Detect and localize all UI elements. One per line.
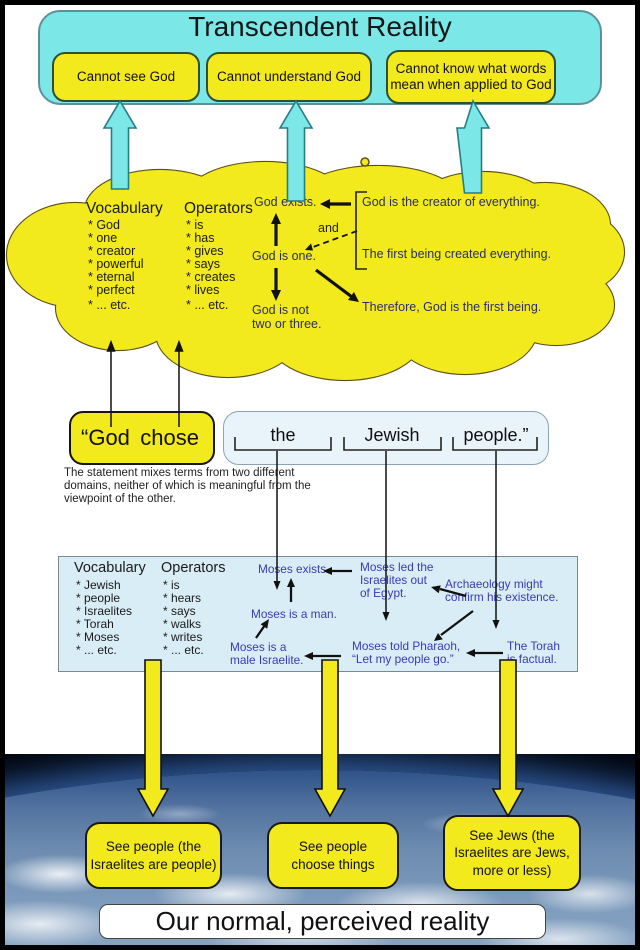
divine-vocab-item: * perfect: [88, 283, 135, 297]
cloud-bubble-icon: [360, 157, 370, 167]
limit-box-cannot-understand: Cannot understand God: [206, 52, 372, 102]
and-label: and: [318, 221, 339, 235]
word-jewish: Jewish: [364, 425, 420, 445]
human-vocab-item: * ... etc.: [76, 643, 117, 657]
word-people: people.”: [463, 425, 529, 445]
divine-operator-item: * lives: [186, 283, 220, 297]
stmt-moses-israelite: Moses is a male Israelite.: [230, 640, 304, 667]
word-the: the: [270, 425, 296, 445]
stmt-creator: God is the creator of everything.: [362, 195, 540, 209]
stmt-first-being: The first being created everything.: [362, 247, 551, 261]
word-god: “God: [81, 425, 130, 450]
page-title: Transcendent Reality: [188, 11, 452, 42]
obs-box-see-choose: See people choose things: [267, 822, 399, 889]
divine-vocab-item: * ... etc.: [88, 298, 131, 312]
perceived-reality-banner: Our normal, perceived reality: [99, 904, 546, 939]
word-chose: chose: [140, 425, 199, 450]
human-operator-item: * hears: [163, 591, 202, 605]
human-vocab-item: * people: [76, 591, 121, 605]
stmt-god-is-one: God is one.: [252, 249, 316, 263]
human-operator-item: * ... etc.: [163, 643, 204, 657]
mixed-domains-caption: The statement mixes terms from two diffe…: [64, 467, 311, 505]
stmt-archaeology: Archaeology might confirm his existence.: [445, 577, 559, 604]
stmt-pharaoh: Moses told Pharaoh, “Let my people go.”: [352, 639, 461, 666]
stmt-god-not-two: God is not two or three.: [252, 303, 322, 331]
stmt-moses-led: Moses led the Israelites out of Egypt.: [360, 560, 434, 600]
obs-box-see-people: See people (the Israelites are people): [85, 822, 222, 889]
human-vocabulary-title: Vocabulary: [74, 560, 146, 576]
human-vocab-item: * Moses: [76, 630, 120, 644]
limit-box-cannot-see: Cannot see God: [52, 52, 200, 102]
human-operators-title: Operators: [161, 560, 226, 576]
human-operator-item: * walks: [163, 617, 202, 631]
human-operator-item: * says: [163, 604, 196, 618]
god-chose-box: “God chose: [69, 411, 215, 465]
divine-vocabulary-title: Vocabulary: [86, 200, 163, 217]
human-operator-item: * writes: [163, 630, 203, 644]
stmt-moses-man: Moses is a man.: [251, 607, 337, 621]
human-vocab-item: * Israelites: [76, 604, 133, 618]
limit-box-cannot-know-words: Cannot know what words mean when applied…: [386, 50, 556, 104]
stmt-god-exists: God exists.: [254, 195, 317, 209]
obs-box-see-jews: See Jews (the Israelites are Jews, more …: [443, 815, 581, 891]
divine-operators-title: Operators: [184, 200, 253, 217]
stmt-moses-exists: Moses exists.: [258, 562, 330, 576]
human-operator-item: * is: [163, 578, 180, 592]
divine-operator-item: * ... etc.: [186, 298, 229, 312]
human-vocab-item: * Torah: [76, 617, 114, 631]
stmt-therefore: Therefore, God is the first being.: [362, 300, 542, 314]
cyan-up-arrow-icons: [102, 99, 491, 202]
stmt-torah: The Torah is factual.: [507, 639, 560, 666]
human-vocab-item: * Jewish: [76, 578, 121, 592]
